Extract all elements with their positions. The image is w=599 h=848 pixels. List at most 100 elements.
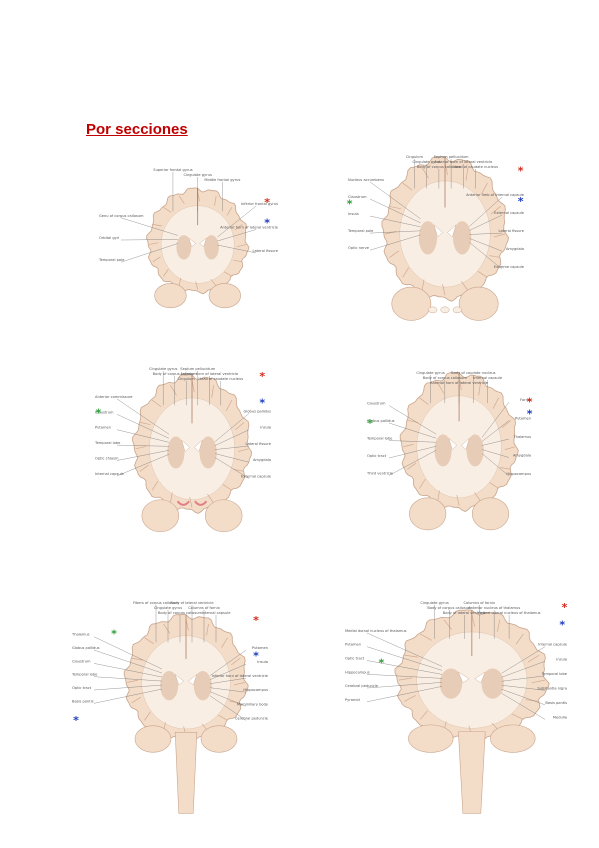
right-temporal-lobe bbox=[471, 497, 510, 531]
structure-label: Temporal pole bbox=[347, 229, 374, 233]
structure-label: Thalamus bbox=[71, 633, 90, 637]
page-heading: Por secciones bbox=[86, 121, 188, 138]
structure-label: Body of corpus callosum bbox=[417, 165, 462, 169]
structure-label: Genu of corpus callosum bbox=[99, 214, 144, 218]
asterisk-marker-blue: * bbox=[559, 619, 565, 632]
structure-label: Internal capsule bbox=[538, 643, 568, 647]
structure-label: Medulla bbox=[553, 715, 567, 719]
structure-label: Inferior frontal gyrus bbox=[241, 202, 278, 206]
structure-label: Optic chiasm bbox=[95, 457, 119, 461]
structure-label: Insula bbox=[257, 660, 268, 664]
structure-label: Mammillary body bbox=[237, 702, 269, 706]
asterisk-marker-red: * bbox=[253, 614, 259, 627]
asterisk-marker-green: * bbox=[379, 656, 385, 669]
structure-label: Septum pellucidum bbox=[434, 155, 469, 159]
structure-label: Ventral lateral nucleus of thalamus bbox=[478, 611, 541, 615]
structure-label: Anterior horn of lateral ventricle bbox=[180, 372, 239, 376]
asterisk-marker-green: * bbox=[96, 406, 102, 419]
structure-label: Hippocampus bbox=[506, 472, 531, 476]
structure-label: Body of lateral ventricle bbox=[170, 601, 214, 605]
asterisk-marker-blue: * bbox=[253, 650, 259, 663]
structure-label: Cerebral peduncle bbox=[235, 716, 269, 720]
structure-label: Third ventricle bbox=[366, 471, 394, 475]
structure-label: Optic tract bbox=[367, 454, 387, 458]
structure-label: Body of corpus callosum bbox=[158, 611, 203, 615]
asterisk-marker-green: * bbox=[367, 417, 373, 430]
structure-label: Cerebral peduncle bbox=[345, 684, 379, 688]
structure-label: Optic nerve bbox=[348, 246, 370, 250]
structure-label: Claustrum bbox=[95, 410, 114, 414]
structure-label: Lateral fissure bbox=[252, 249, 278, 253]
asterisk-marker-red: * bbox=[518, 164, 524, 177]
structure-label: Anterior horn of lateral ventricle bbox=[434, 160, 493, 164]
structure-label: Orbital gyri bbox=[99, 236, 119, 240]
structure-label: Cingulate gyrus bbox=[416, 371, 444, 375]
structure-label: Amygdala bbox=[253, 458, 271, 462]
structure-label: Basis pontis bbox=[72, 699, 94, 703]
structure-label: Insula bbox=[348, 212, 359, 216]
structure-label: Internal capsule bbox=[95, 472, 125, 476]
structure-label: Globus pallidus bbox=[72, 646, 100, 650]
structure-label: Globus pallidus bbox=[244, 409, 272, 413]
structure-label: Body of corpus callosum bbox=[423, 376, 468, 380]
left-temporal-lobe bbox=[141, 499, 180, 533]
structure-label: Amygdala bbox=[506, 247, 524, 251]
structure-label: Pyramid bbox=[345, 698, 360, 702]
asterisk-marker-red: * bbox=[259, 370, 265, 383]
structure-label: Head of caudate nucleus bbox=[453, 165, 498, 169]
structure-label: Putamen bbox=[252, 646, 268, 650]
structure-label: Amygdala bbox=[513, 454, 531, 458]
structure-label: Internal capsule bbox=[202, 611, 232, 615]
structure-label: Anterior horn of lateral ventricle bbox=[430, 381, 489, 385]
structure-label: Extreme capsule bbox=[494, 265, 525, 269]
structure-label: Insula bbox=[556, 657, 567, 661]
structure-label: Cingulate gyrus bbox=[154, 606, 182, 610]
structure-label: Head of caudate nucleus bbox=[198, 377, 243, 381]
structure-label: Temporal lobe bbox=[94, 441, 121, 445]
structure-label: Putamen bbox=[345, 643, 361, 647]
structure-label: Hippocampus bbox=[345, 670, 370, 674]
asterisk-marker-blue: * bbox=[527, 407, 533, 420]
structure-label: Internal capsule bbox=[473, 376, 503, 380]
structure-label: Lateral fissure bbox=[498, 229, 524, 233]
structure-label: Cingulate gyrus bbox=[149, 367, 177, 371]
brainstem bbox=[458, 731, 486, 814]
structure-label: Globus pallidus bbox=[367, 419, 395, 423]
right-temporal-lobe bbox=[204, 499, 243, 533]
structure-label: Lateral fissure bbox=[245, 442, 271, 446]
structure-label: Nucleus accumbens bbox=[348, 178, 384, 182]
structure-label: Cingulum bbox=[178, 377, 196, 381]
structure-label: Anterior nucleus of thalamus bbox=[468, 606, 520, 610]
structure-label: Columns of fornix bbox=[188, 606, 221, 610]
structure-label: Anterior horn of lateral ventricle bbox=[220, 226, 279, 230]
structure-label: Optic tract bbox=[345, 656, 365, 660]
asterisk-marker-red: * bbox=[264, 196, 270, 209]
brainstem bbox=[174, 732, 198, 814]
structure-label: Cingulum bbox=[406, 155, 424, 159]
structure-label: Anterior commissure bbox=[95, 395, 133, 399]
structure-label: Superior frontal gyrus bbox=[153, 168, 192, 172]
structure-label: Cingulate gyrus bbox=[412, 160, 440, 164]
structure-label: Body of corpus callosum bbox=[153, 372, 198, 376]
structure-label: Insula bbox=[260, 426, 271, 430]
structure-label: Hippocampus bbox=[243, 688, 268, 692]
structure-label: Fornix bbox=[520, 398, 532, 402]
asterisk-marker-red: * bbox=[527, 395, 533, 408]
structure-label: Cingulate gyrus bbox=[183, 173, 211, 177]
structure-label: Body of caudate nucleus bbox=[451, 371, 496, 375]
structure-label: Temporal pole bbox=[98, 258, 125, 262]
structure-label: External capsule bbox=[494, 211, 525, 215]
structure-label: Temporal lobe bbox=[71, 673, 98, 677]
structure-label: Temporal lobe bbox=[366, 437, 393, 441]
structure-label: Claustrum bbox=[72, 659, 91, 663]
structure-label: Septum pellucidum bbox=[180, 367, 215, 371]
left-temporal-lobe bbox=[154, 283, 187, 309]
